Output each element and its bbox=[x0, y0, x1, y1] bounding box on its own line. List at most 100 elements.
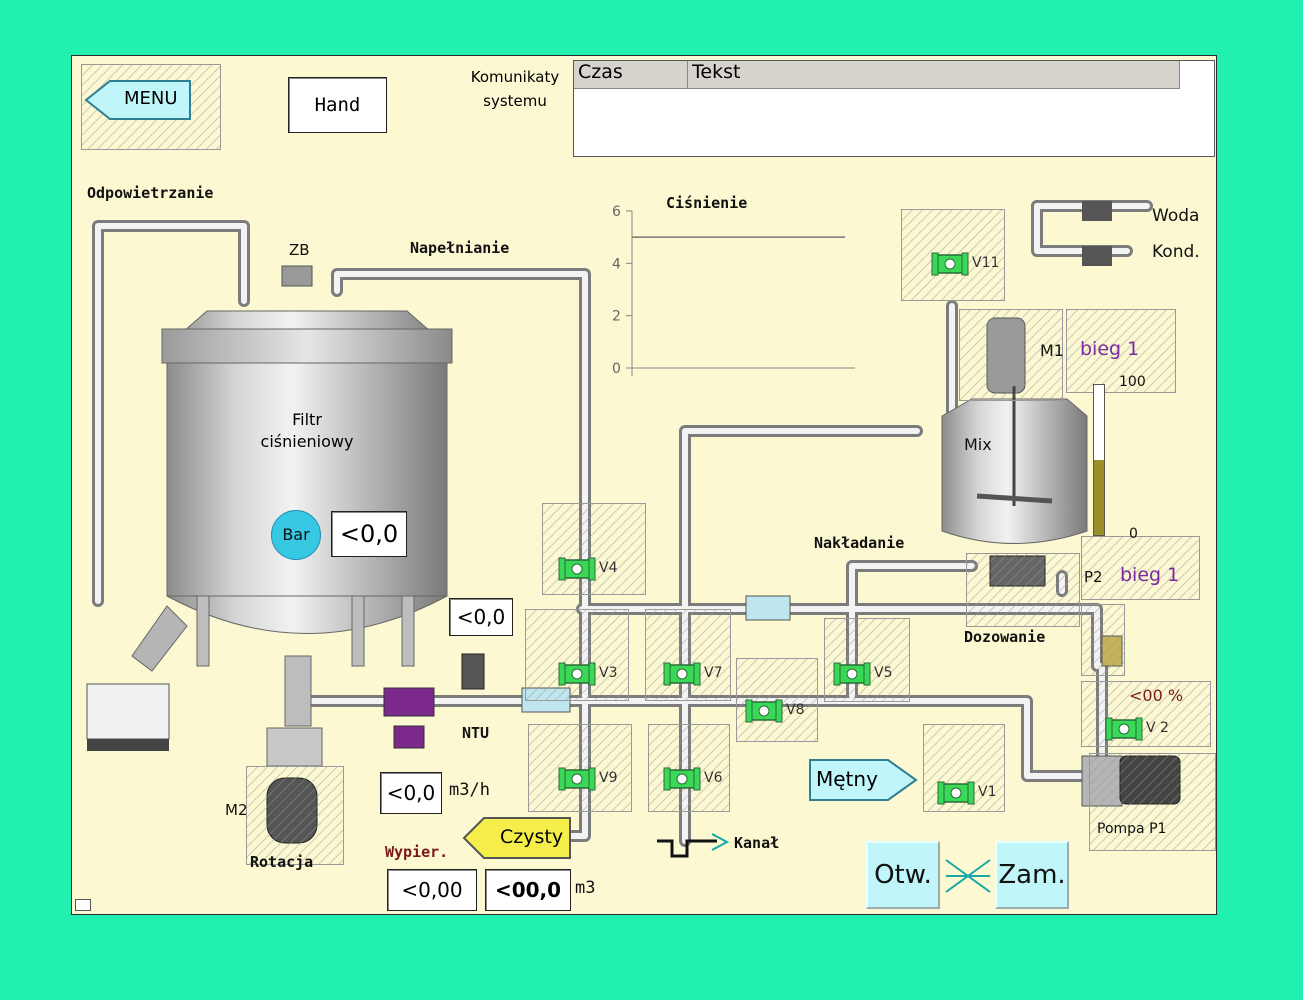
pressure-chart: 6 4 2 0 bbox=[612, 204, 855, 377]
pressure-filter-tank bbox=[131, 265, 453, 727]
valve-v3[interactable]: V3 bbox=[557, 656, 617, 696]
metny-label: Mętny bbox=[816, 767, 878, 791]
valve-label: V6 bbox=[704, 770, 723, 786]
level-min: 0 bbox=[1129, 526, 1138, 542]
label-zb: ZB bbox=[289, 241, 310, 259]
v2-percent-readout: <00 % bbox=[1129, 686, 1184, 705]
system-messages-table[interactable]: Czas Tekst bbox=[573, 60, 1215, 157]
chart-axes bbox=[626, 211, 855, 376]
column-header-time[interactable]: Czas bbox=[574, 61, 688, 89]
pressure-readout: <0,0 bbox=[331, 511, 407, 557]
chart-title: Ciśnienie bbox=[666, 194, 748, 212]
label-wypier: Wypier. bbox=[385, 843, 449, 861]
valve-symbol-icon bbox=[945, 859, 991, 893]
czysty-arrow-icon bbox=[462, 817, 571, 859]
v2-box bbox=[1081, 681, 1211, 747]
valve-icon bbox=[937, 781, 975, 805]
valve-label: V1 bbox=[978, 784, 997, 800]
level-gauge-fill bbox=[1094, 460, 1104, 535]
valve-label: V5 bbox=[874, 665, 893, 681]
valve-v5[interactable]: V5 bbox=[832, 656, 892, 696]
label-kanal: Kanał bbox=[734, 834, 780, 852]
label-woda: Woda bbox=[1152, 206, 1200, 226]
v7-box bbox=[645, 609, 731, 701]
v3-box bbox=[525, 609, 629, 701]
valve-label: V 2 bbox=[1146, 720, 1169, 736]
label-pump: Pompa P1 bbox=[1097, 821, 1167, 837]
valve-icon bbox=[663, 767, 701, 791]
valve-icon bbox=[1105, 717, 1143, 741]
flow-readout: <0,0 bbox=[380, 772, 442, 814]
wypier-readout-a: <0,00 bbox=[387, 869, 477, 911]
y-tick-label: 2 bbox=[612, 309, 621, 325]
valve-v7[interactable]: V7 bbox=[662, 656, 722, 696]
label-mix: Mix bbox=[964, 435, 992, 454]
valve-v4[interactable]: V4 bbox=[557, 551, 617, 591]
column-header-text[interactable]: Tekst bbox=[688, 61, 1180, 89]
valve-label: V3 bbox=[599, 665, 618, 681]
valve-label: V7 bbox=[704, 665, 723, 681]
v6-box bbox=[648, 724, 730, 812]
piping-diagram bbox=[86, 200, 1181, 858]
menu-arrow-icon bbox=[84, 80, 191, 120]
flow-unit: m3/h bbox=[449, 780, 490, 800]
valve-label: V9 bbox=[599, 770, 618, 786]
czysty-label: Czysty bbox=[500, 826, 564, 848]
close-button[interactable]: Zam. bbox=[995, 841, 1069, 909]
pump-box bbox=[1089, 753, 1216, 851]
y-tick-label: 6 bbox=[612, 204, 621, 220]
valve-label: V4 bbox=[599, 560, 618, 576]
open-button[interactable]: Otw. bbox=[866, 841, 940, 909]
m1-box bbox=[959, 309, 1063, 401]
label-m1: M1 bbox=[1040, 341, 1064, 360]
label-p2: P2 bbox=[1084, 568, 1103, 586]
valve-icon bbox=[558, 767, 596, 791]
valve-icon bbox=[745, 699, 783, 723]
system-messages-label: Komunikaty systemu bbox=[470, 68, 560, 110]
valve-icon bbox=[663, 662, 701, 686]
level-gauge bbox=[1093, 384, 1105, 536]
v2-upper-box bbox=[1081, 604, 1125, 676]
label-dozowanie: Dozowanie bbox=[964, 628, 1046, 646]
valve-v8[interactable]: V8 bbox=[744, 693, 804, 733]
label-napelnianie: Napełnianie bbox=[410, 239, 510, 257]
process-panel: MENU Hand Komunikaty systemu Czas Tekst … bbox=[71, 55, 1217, 915]
pressure-indicator: Bar bbox=[271, 510, 321, 560]
label-rotacja: Rotacja bbox=[250, 853, 314, 871]
ntu-readout: <0,0 bbox=[449, 598, 513, 636]
resize-handle[interactable] bbox=[75, 899, 91, 911]
m1-speed-box bbox=[1066, 309, 1176, 393]
v9-box bbox=[528, 724, 632, 812]
valve-v11[interactable]: V11 bbox=[930, 246, 999, 286]
valve-label: V11 bbox=[972, 255, 1000, 271]
m2-box bbox=[246, 766, 344, 865]
wypier-readout-b: <00,0 bbox=[485, 869, 571, 911]
menu-button[interactable]: MENU bbox=[84, 78, 192, 122]
valve-v9[interactable]: V9 bbox=[557, 761, 617, 801]
level-max: 100 bbox=[1119, 374, 1146, 390]
valve-v2[interactable]: V 2 bbox=[1104, 711, 1169, 751]
volume-unit: m3 bbox=[575, 878, 596, 898]
label-odpowietrzanie: Odpowietrzanie bbox=[87, 184, 214, 202]
label-m2: M2 bbox=[225, 801, 248, 819]
label-ntu: NTU bbox=[462, 724, 490, 742]
mix-tank bbox=[941, 317, 1088, 587]
valve-icon bbox=[833, 662, 871, 686]
v5-box bbox=[824, 618, 910, 702]
m1-speed-readout[interactable]: bieg 1 bbox=[1080, 338, 1140, 360]
dozowanie-box bbox=[966, 553, 1080, 627]
valve-label: V8 bbox=[786, 702, 805, 718]
mode-button[interactable]: Hand bbox=[288, 77, 387, 133]
czysty-button[interactable]: Czysty bbox=[462, 816, 572, 860]
metny-button[interactable]: Mętny bbox=[808, 758, 918, 802]
valve-v1[interactable]: V1 bbox=[936, 775, 996, 815]
y-tick-label: 0 bbox=[612, 361, 621, 377]
y-tick-label: 4 bbox=[612, 256, 621, 272]
valve-icon bbox=[931, 252, 969, 276]
valve-icon bbox=[558, 557, 596, 581]
valve-icon bbox=[558, 662, 596, 686]
p2-speed-readout[interactable]: bieg 1 bbox=[1120, 564, 1180, 586]
metny-arrow-icon bbox=[809, 759, 918, 801]
label-kond: Kond. bbox=[1152, 242, 1200, 262]
valve-v6[interactable]: V6 bbox=[662, 761, 722, 801]
